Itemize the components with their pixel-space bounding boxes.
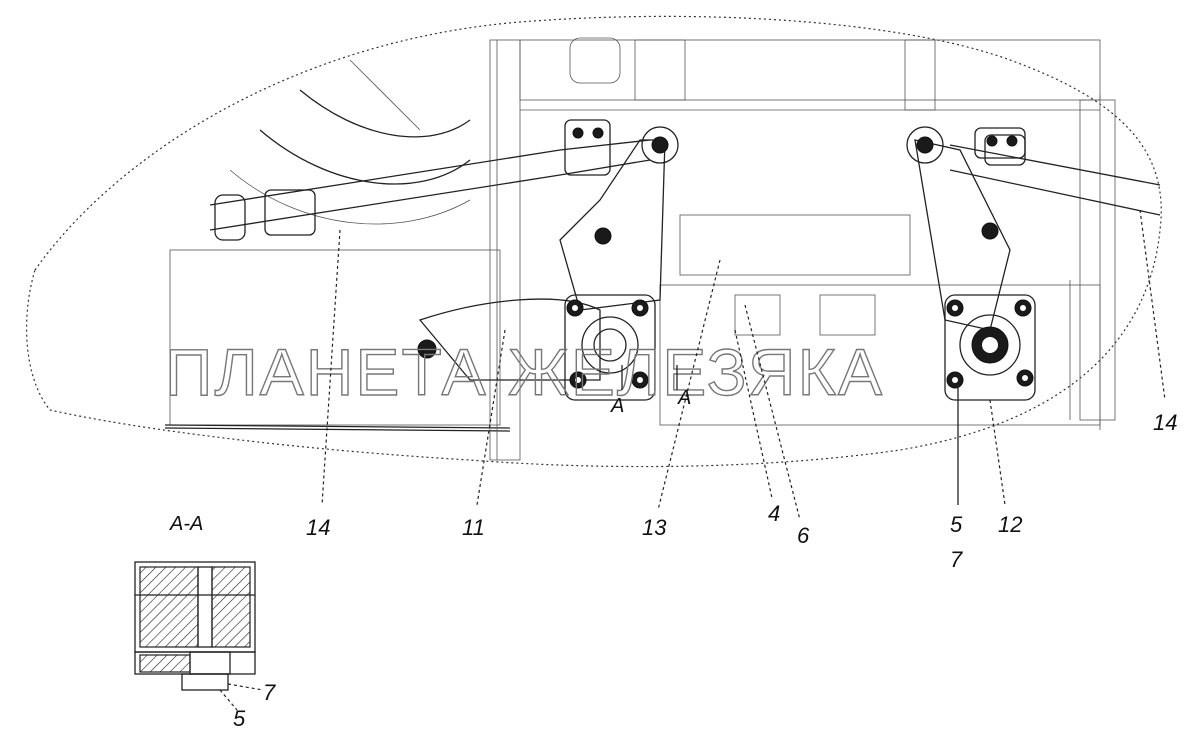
frame-lines: [164, 37, 1116, 461]
callout-7: 7: [950, 547, 963, 572]
section-view-aa: [134, 561, 264, 711]
callout-14-left: 14: [306, 515, 330, 540]
callout-4: 4: [768, 501, 780, 526]
leader-lines: [321, 209, 1166, 521]
disc-assembly: [229, 59, 471, 225]
callout-14-right: 14: [1153, 410, 1177, 435]
rod-left: [209, 139, 651, 241]
flange-right: [944, 294, 1036, 401]
callout-12: 12: [998, 512, 1022, 537]
callout-13: 13: [642, 515, 667, 540]
flange-left: [564, 294, 656, 401]
section-mark-right: А: [677, 387, 691, 409]
callout-5-section: 5: [233, 706, 246, 731]
watermark-text: ПЛАНЕТА ЖЕЛЕЗЯКА: [165, 335, 884, 409]
callout-7-section: 7: [263, 680, 276, 705]
section-title: А-А: [169, 513, 203, 535]
detail-boundary: [25, 15, 1162, 468]
callout-11: 11: [462, 515, 485, 540]
callout-5: 5: [950, 512, 963, 537]
callout-6: 6: [797, 523, 810, 548]
lever-right: [906, 126, 1026, 331]
section-mark-left: А: [610, 395, 624, 417]
rod-right: [949, 134, 1161, 216]
